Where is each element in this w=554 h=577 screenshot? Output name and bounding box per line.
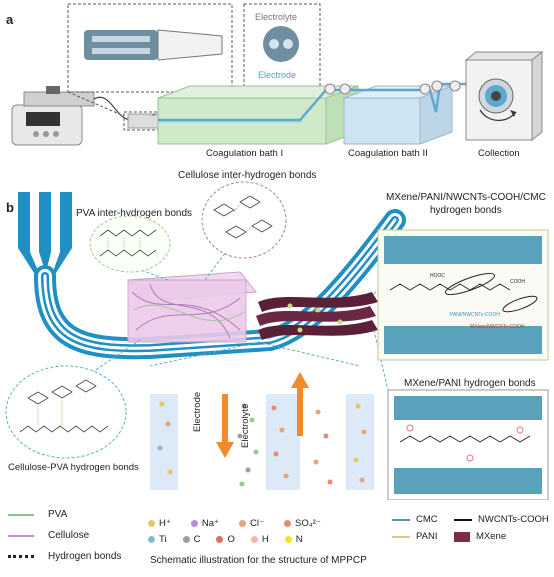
legend-label: PANI: [416, 531, 438, 542]
ion-label: SO₄²⁻: [295, 517, 321, 529]
panel-a-letter: a: [6, 12, 14, 27]
legend-item: PANI: [392, 531, 454, 542]
ion-label: N: [295, 533, 303, 545]
ion-legend-item: Cl⁻: [239, 515, 264, 531]
legend-label: NWCNTs-COOH: [478, 514, 549, 525]
ion-label: H⁺: [159, 517, 171, 529]
svg-text:PANI/NWCNTs-COOH: PANI/NWCNTs-COOH: [450, 312, 500, 318]
bath-1-label: Coagulation bath I: [206, 148, 284, 159]
ion-dot-icon: [284, 535, 292, 543]
cellulose-pva-block: [127, 271, 257, 343]
ion-dot-icon: [250, 535, 258, 543]
ion-dot-icon: [148, 535, 155, 543]
line-swatch: [8, 534, 34, 537]
line-swatch: [8, 513, 34, 516]
coagulation-bath-1: [157, 85, 359, 145]
mxene-pani-zoom: [387, 389, 549, 500]
ion-dot-icon: [190, 519, 198, 527]
bath-2-label: Coagulation bath II: [348, 148, 428, 159]
ion-legend-item: H: [250, 531, 269, 547]
electrode-label: Electrode: [258, 70, 296, 80]
legend-label: PVA: [48, 509, 68, 520]
electrolyte-vertical-label: Electrolyte: [240, 403, 251, 448]
legend-item: Cellulose: [8, 525, 158, 546]
ion-legend-item: O: [216, 531, 235, 547]
cellulose-inter-hbond-title: Cellulose inter-hydrogen bonds: [178, 170, 317, 181]
legend-label: MXene: [476, 531, 507, 542]
cmc-swatch: [392, 518, 410, 521]
ion-label: O: [227, 533, 235, 545]
coagulation-bath-2: [343, 85, 453, 145]
cellulose-zoom: [201, 181, 287, 259]
mxene-pani-title: MXene/PANI hydrogen bonds: [404, 378, 536, 389]
coaxial-fiber: [34, 209, 406, 360]
ion-legend-item: N: [284, 531, 303, 547]
panel-b-letter: b: [6, 200, 14, 215]
mxene-sheet-stack: [256, 292, 378, 340]
mxene-composite-title-2: hydrogen bonds: [430, 205, 502, 216]
ion-label: Cl⁻: [250, 517, 265, 529]
collection-label: Collection: [478, 148, 520, 159]
electrolyte-label: Electrolyte: [255, 12, 297, 22]
ion-legend-item: Na⁺: [190, 515, 220, 531]
pva-inter-hbond-title: PVA inter-hydrogen bonds: [76, 208, 193, 219]
ion-label: H: [261, 533, 269, 545]
ion-dot-icon: [182, 535, 190, 543]
syringe-pump: [11, 86, 95, 146]
ion-dot-icon: [239, 519, 247, 527]
ion-label: C: [193, 533, 201, 545]
nwcnts-cooh-swatch: [454, 518, 472, 521]
pva-zoom: [89, 215, 171, 273]
mxene-composite-title-1: MXene/PANI/NWCNTs-COOH/CMC: [386, 192, 546, 203]
svg-text:HOOC: HOOC: [430, 273, 445, 279]
hydrogen-bond-swatch: [8, 555, 34, 558]
legend-item: NWCNTs-COOH: [454, 514, 552, 525]
legend-label: Cellulose: [48, 530, 90, 541]
ion-legend-item: H⁺: [148, 515, 171, 531]
legend-item: Hydrogen bonds: [8, 546, 158, 567]
ion-label: Ti: [159, 533, 167, 545]
electrode-vertical-label: Electrode: [192, 391, 203, 432]
legend-item: MXene: [454, 531, 552, 542]
pani-swatch: [392, 535, 410, 538]
ion-legend-item: Ti: [148, 531, 167, 547]
cellulose-pva-hbond-label: Cellulose-PVA hydrogen bonds: [8, 462, 139, 473]
legend-item: CMC: [392, 514, 454, 525]
ion-particles: [157, 401, 367, 487]
ion-dot-icon: [284, 519, 292, 527]
panel-b-schematic: HOOC COOH PANI/NWCNTs-COOH MXene/NWCNTs-…: [5, 181, 549, 500]
collection-device: [464, 50, 544, 142]
ion-legend-item: C: [182, 531, 201, 547]
ion-legend-item: SO₄²⁻: [284, 515, 321, 531]
panel-a-apparatus: Electrolyte Electrode: [11, 3, 544, 146]
schematic-caption: Schematic illustration for the structure…: [150, 555, 367, 566]
ion-label: Na⁺: [201, 517, 220, 529]
legend-ions: H⁺ Na⁺ Cl⁻ SO₄²⁻ Ti C O H N: [148, 515, 378, 547]
ion-dot-icon: [216, 535, 224, 543]
legend-right: CMC NWCNTs-COOH PANI MXene: [392, 514, 552, 542]
ion-dot-icon: [148, 519, 155, 527]
legend-item: PVA: [8, 504, 158, 525]
callout-nozzle: [67, 3, 233, 93]
svg-text:COOH: COOH: [510, 279, 525, 285]
ion-cross-section: [150, 394, 374, 490]
mxene-cmc-zoom: HOOC COOH PANI/NWCNTs-COOH MXene/NWCNTs-…: [377, 229, 549, 361]
legend-label: CMC: [416, 514, 438, 525]
legend-label: Hydrogen bonds: [48, 551, 122, 562]
cellulose-pva-zoom: [5, 365, 127, 459]
mxene-swatch: [454, 531, 470, 542]
svg-text:MXene/NWCNTs-COOH: MXene/NWCNTs-COOH: [470, 324, 525, 330]
charge-flow-arrows: [216, 372, 309, 458]
